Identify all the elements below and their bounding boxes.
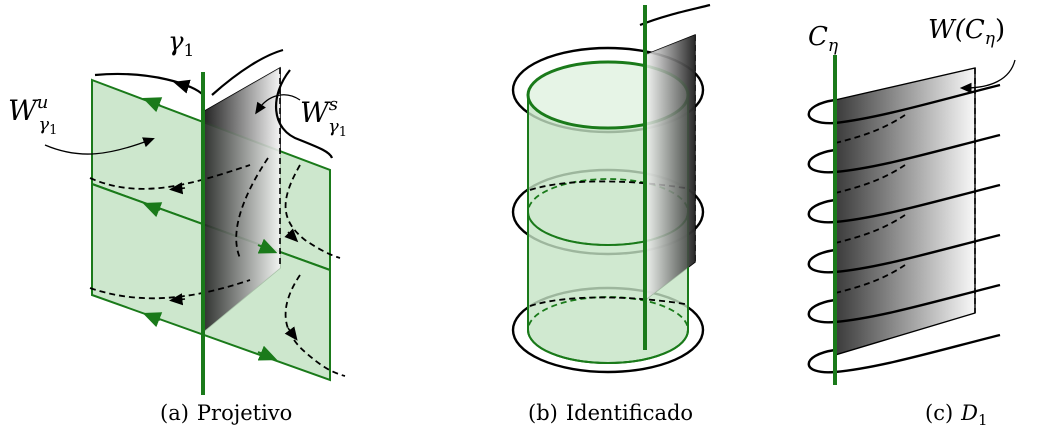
manifold-label: W(Cη) bbox=[928, 15, 1005, 49]
stable-curve-right bbox=[211, 48, 284, 96]
stable-curve-loop bbox=[275, 69, 334, 159]
helix-back-3 bbox=[834, 214, 906, 244]
c-eta-label: Cη bbox=[808, 22, 839, 56]
gamma1-label: γ1 bbox=[168, 27, 194, 61]
stable-curve-arrow bbox=[173, 79, 191, 94]
helix-back-2 bbox=[834, 164, 906, 194]
helix-turn-3 bbox=[807, 183, 1001, 224]
orbit-arrow-3 bbox=[284, 228, 299, 243]
helix-turn-2 bbox=[807, 133, 1001, 174]
green-arrow-top bbox=[142, 97, 163, 113]
stable-pointer bbox=[255, 94, 301, 115]
helix-back-4 bbox=[834, 264, 906, 294]
green-arrow-right-2 bbox=[257, 345, 278, 361]
green-arrow-low bbox=[142, 312, 163, 328]
stable-curve-top bbox=[94, 73, 204, 96]
helix-turn-4 bbox=[807, 233, 1001, 274]
cylinder-bot-front bbox=[527, 329, 689, 364]
identified-sheet-front bbox=[645, 35, 695, 300]
panel-c: Cη W(Cη) (c)D1 bbox=[807, 15, 1016, 429]
caption-b: (b)Identificado bbox=[528, 401, 693, 425]
dashed-orbit-3 bbox=[235, 157, 269, 259]
helix-turn-1 bbox=[807, 83, 1001, 125]
caption-a: (a)Projetivo bbox=[160, 401, 292, 425]
helix-back-1 bbox=[834, 114, 906, 144]
orbit-arrow-4 bbox=[284, 326, 298, 341]
green-arrow-right-1 bbox=[257, 238, 278, 254]
dashed-orbit-2 bbox=[89, 279, 251, 300]
caption-c: (c)D1 bbox=[925, 401, 988, 429]
orbit-arrow-1 bbox=[169, 182, 186, 195]
panel-b: (b)Identificado bbox=[511, 3, 711, 425]
manifold-pointer bbox=[959, 59, 1016, 94]
unstable-pointer bbox=[44, 137, 155, 155]
helix-turn-6 bbox=[807, 333, 1001, 374]
manifold-sheet bbox=[834, 67, 976, 356]
orbit-arrow-2 bbox=[169, 293, 186, 306]
green-arrow-mid bbox=[142, 202, 163, 218]
stable-manifold-front bbox=[203, 68, 280, 332]
dashed-orbit-1 bbox=[89, 164, 251, 190]
dashed-orbit-5 bbox=[284, 274, 346, 377]
helix-turn-5 bbox=[807, 283, 1001, 324]
orbit-top-curve bbox=[639, 3, 711, 27]
dashed-orbit-4 bbox=[284, 164, 341, 259]
dashed-orbit-b2 bbox=[529, 296, 686, 307]
